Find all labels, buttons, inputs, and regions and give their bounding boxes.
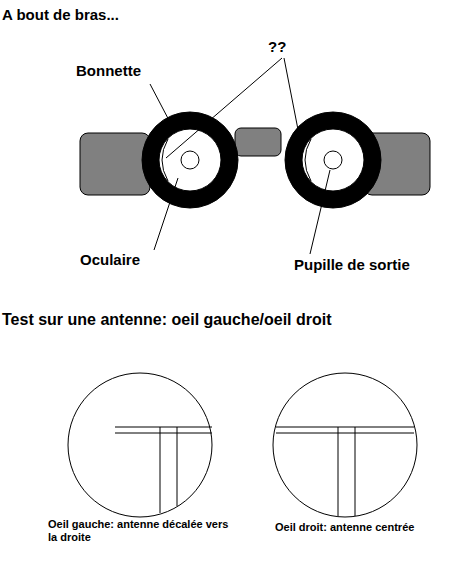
eyecup bbox=[142, 112, 238, 208]
eyepiece bbox=[302, 129, 364, 191]
leader-line bbox=[154, 178, 178, 250]
crescent bbox=[305, 139, 311, 181]
view-circle bbox=[273, 373, 417, 517]
antenna-line bbox=[276, 427, 414, 428]
leader-line bbox=[150, 84, 172, 126]
antenna-line bbox=[160, 427, 161, 513]
section-heading: Test sur une antenne: oeil gauche/oeil d… bbox=[2, 311, 332, 329]
binocular-body bbox=[80, 133, 150, 195]
leader-line bbox=[310, 170, 330, 254]
part-label: Pupille de sortie bbox=[294, 256, 410, 273]
leader-line bbox=[166, 58, 282, 158]
exit-pupil bbox=[181, 151, 199, 169]
title: A bout de bras... bbox=[2, 6, 119, 23]
eyecup bbox=[285, 112, 381, 208]
crescent bbox=[162, 139, 168, 181]
leader-line bbox=[284, 58, 302, 150]
exit-pupil bbox=[324, 151, 342, 169]
eyepiece bbox=[159, 129, 221, 191]
view-circle bbox=[68, 373, 212, 517]
antenna-line bbox=[115, 427, 212, 428]
binocular-bridge bbox=[235, 128, 281, 156]
antenna-line bbox=[115, 433, 212, 434]
antenna-line bbox=[338, 427, 339, 516]
view-caption: Oeil gauche: antenne décalée vers la dro… bbox=[48, 518, 233, 543]
antenna-line bbox=[355, 427, 356, 516]
part-label: ?? bbox=[268, 38, 286, 55]
part-label: Oculaire bbox=[80, 251, 140, 268]
antenna-line bbox=[276, 433, 414, 434]
view-caption: Oeil droit: antenne centrée bbox=[275, 521, 414, 534]
antenna-line bbox=[177, 427, 178, 506]
part-label: Bonnette bbox=[76, 62, 141, 79]
